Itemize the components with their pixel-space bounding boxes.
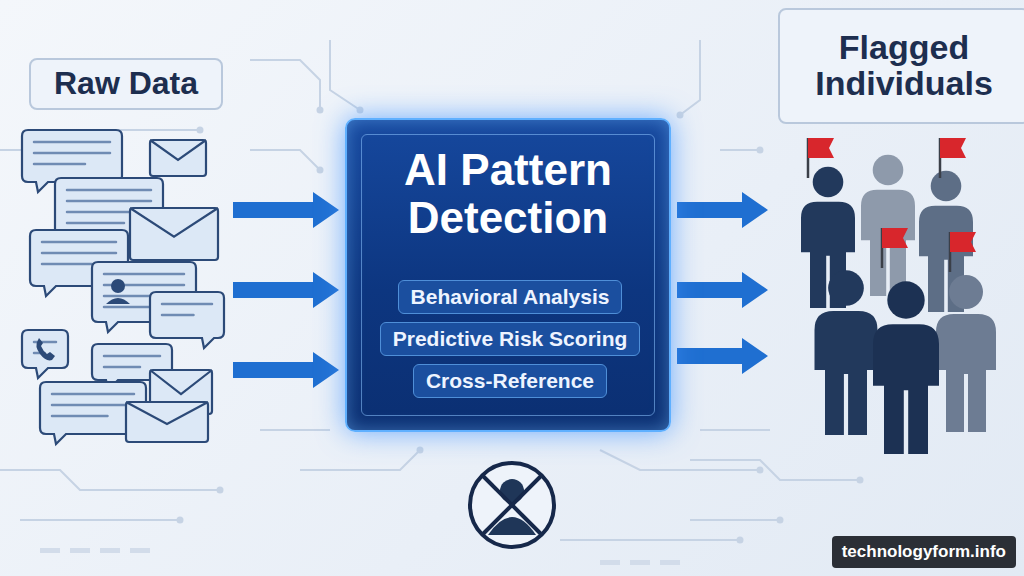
red-flag bbox=[940, 138, 966, 178]
circuit-dot bbox=[857, 477, 864, 484]
circuit-dot bbox=[757, 147, 764, 154]
circuit-dot bbox=[317, 107, 324, 114]
dash-mark bbox=[40, 548, 60, 553]
flow-arrow bbox=[677, 338, 768, 374]
box-title: AI Pattern Detection bbox=[357, 146, 659, 242]
circuit-trace bbox=[0, 470, 220, 490]
person-silhouette bbox=[815, 270, 878, 435]
method-box: Cross-Reference bbox=[413, 364, 607, 398]
node-label: Raw Data bbox=[54, 67, 198, 101]
dash-mark bbox=[630, 560, 650, 565]
process-box: AI Pattern DetectionBehavioral AnalysisP… bbox=[345, 118, 671, 432]
dash-mark bbox=[600, 560, 620, 565]
flow-arrow bbox=[233, 192, 339, 228]
red-flag bbox=[808, 138, 834, 178]
node-label: Cross-Reference bbox=[426, 369, 594, 393]
crossed-person-icon bbox=[470, 463, 554, 547]
circuit-dot bbox=[177, 517, 184, 524]
person-silhouette bbox=[861, 155, 915, 296]
watermark: technologyform.info bbox=[842, 542, 1006, 562]
label-box: Raw Data bbox=[29, 58, 223, 110]
circuit-dot bbox=[677, 112, 684, 119]
profile-icon bbox=[106, 279, 130, 304]
dash-mark bbox=[130, 548, 150, 553]
red-flag bbox=[950, 232, 976, 272]
circuit-trace bbox=[250, 60, 320, 110]
watermark-box: technologyform.info bbox=[832, 536, 1016, 568]
circuit-trace bbox=[680, 40, 700, 115]
output-group: Flagged Individuals bbox=[774, 8, 1014, 448]
circuit-trace bbox=[300, 450, 420, 470]
circuit-trace bbox=[20, 519, 180, 521]
red-flag bbox=[882, 228, 908, 268]
flow-arrow bbox=[677, 272, 768, 308]
envelope-icon bbox=[150, 140, 206, 176]
envelope-icon bbox=[126, 402, 208, 442]
circuit-trace bbox=[690, 519, 780, 521]
circuit-trace bbox=[260, 429, 330, 431]
input-group: Raw Data bbox=[15, 52, 227, 444]
method-box: Predictive Risk Scoring bbox=[380, 322, 641, 356]
message-bubble bbox=[22, 330, 68, 378]
people-group bbox=[801, 155, 996, 454]
circuit-trace bbox=[560, 539, 740, 541]
flow-arrow bbox=[233, 272, 339, 308]
envelope-icon bbox=[130, 208, 218, 260]
node-label: Behavioral Analysis bbox=[411, 285, 610, 309]
circuit-trace bbox=[250, 150, 320, 170]
circuit-trace bbox=[600, 450, 760, 470]
node-label: Flagged Individuals bbox=[780, 30, 1024, 101]
flow-arrow bbox=[233, 352, 339, 388]
circuit-dot bbox=[317, 167, 324, 174]
circuit-dot bbox=[217, 487, 224, 494]
phone-icon bbox=[36, 338, 55, 360]
circuit-trace bbox=[720, 149, 760, 151]
dash-mark bbox=[660, 560, 680, 565]
dash-mark bbox=[70, 548, 90, 553]
message-bubble bbox=[150, 292, 224, 348]
node-label: Predictive Risk Scoring bbox=[393, 327, 628, 351]
circuit-dot bbox=[417, 447, 424, 454]
label-box: Flagged Individuals bbox=[778, 8, 1024, 124]
dash-mark bbox=[100, 548, 120, 553]
circuit-dot bbox=[737, 537, 744, 544]
circuit-trace bbox=[330, 40, 360, 110]
circuit-dot bbox=[757, 467, 764, 474]
circuit-dot bbox=[357, 107, 364, 114]
method-box: Behavioral Analysis bbox=[398, 280, 623, 314]
circuit-dot bbox=[197, 127, 204, 134]
flow-arrow bbox=[677, 192, 768, 228]
person-silhouette bbox=[873, 281, 939, 454]
circuit-dot bbox=[777, 517, 784, 524]
circuit-trace bbox=[700, 429, 770, 431]
person-silhouette bbox=[936, 275, 996, 432]
